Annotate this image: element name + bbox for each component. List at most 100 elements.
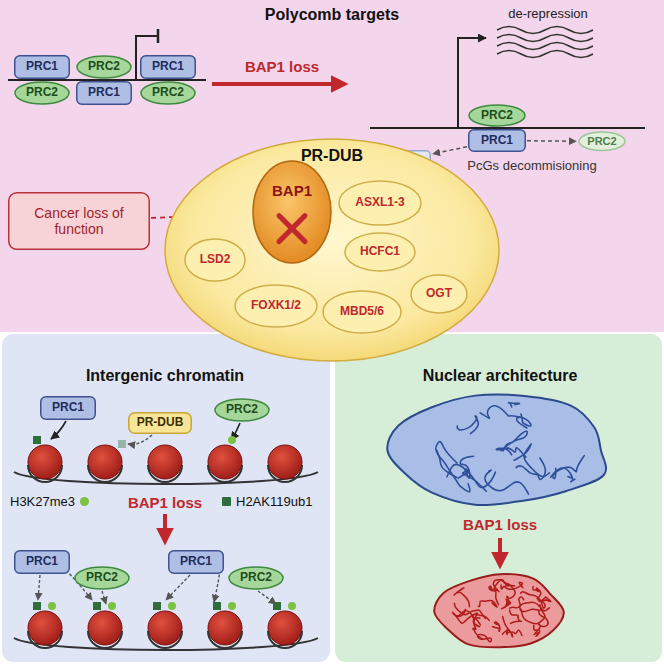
annotation: PcGs decommisioning [467,158,596,174]
node-text: PRC1 [26,555,58,569]
prc2-ellipse: PRC2 [74,566,130,590]
outline-ellipse [75,567,129,589]
subunit-ellipse: MBD5/6 [322,290,402,334]
heading: BAP1 loss [463,516,537,534]
chromatin-fiber [538,597,550,602]
dna-wrap [208,631,242,648]
loss-arrow [498,538,502,566]
node-text: PR-DUB [137,416,184,430]
prc2-ellipse: PRC2 [228,566,284,590]
transcript-wave [497,27,593,34]
node-text: PRC1 [52,401,84,415]
chromatin-fiber [454,588,469,607]
methyl-mark [48,602,56,610]
chromatin-fiber [478,634,492,641]
nucleosome [28,611,62,645]
prc2-ellipse: PRC2 [140,81,196,105]
chromatin-fiber [503,616,510,634]
dna-line [370,127,645,129]
repression-bar [157,29,160,43]
transcript-waves [497,27,593,58]
chromatin-fiber [496,448,526,457]
outline-rect [141,56,196,79]
legend-item: H3K27me3 [10,494,89,509]
node-text: PRC2 [86,571,118,585]
outline-rect [129,413,192,434]
outline-rect [9,193,150,250]
chromatin-fiber [478,600,497,607]
node-text: PRC1 [180,555,212,569]
chromatin-fiber [514,444,549,476]
ubiquitin-mark [213,602,221,610]
nucleosome [88,445,122,479]
node-outline [252,160,332,264]
chromatin-fiber [516,458,545,479]
outline-ellipse [15,82,69,104]
outline-rect [15,551,70,574]
nucleosome [268,445,302,479]
outline-ellipse [185,239,245,281]
subunit-ellipse: FOXK1/2 [234,284,318,328]
outline-ellipse [411,275,467,313]
outline-ellipse [253,161,331,263]
node-text: PRC2 [88,60,120,74]
loss-arrow [163,514,167,542]
prc2-ellipse: PRC2 [578,131,626,151]
chromatin-fiber [454,604,485,619]
chromatin-fiber [492,622,500,631]
transcript-wave [497,35,593,42]
methyl-mark [228,436,236,444]
chromatin-fiber [436,442,457,478]
node-text: PRC1 [26,60,58,74]
prc1-box: PRC1 [168,550,224,574]
deposit-arrow [51,421,66,439]
node-text: PRC2 [481,109,513,123]
outline-ellipse [215,399,269,421]
chromatin [14,436,318,650]
legend-text: H2AK119ub1 [236,494,312,509]
dna-wrap [28,465,62,482]
node-text: PRC2 [26,86,58,100]
bap1-ellipse: BAP1 [252,160,332,264]
methyl-mark [288,602,296,610]
prc2-ellipse: PRC2 [214,398,270,422]
spreading-arrow [214,570,220,602]
heading: BAP1 loss [245,58,319,76]
dna-line [8,79,206,81]
legend-swatch [222,497,231,506]
right-panel [334,333,663,663]
legend-swatch [80,497,89,506]
spreading-arrow [38,575,40,600]
subunit-ellipse: ASXL1-3 [338,180,422,226]
prc2-ellipse: PRC2 [76,55,132,79]
node-text: PRC1 [88,86,120,100]
nucleosome [268,611,302,645]
prc2-ellipse: PRC2 [14,81,70,105]
nucleus-compact [434,574,564,647]
chromatin-fiber [480,406,520,419]
outline-rect [41,397,96,420]
node-text: PRC2 [152,86,184,100]
legend-item: H2AK119ub1 [222,494,312,509]
outline-ellipse [77,56,131,78]
heading: BAP1 loss [128,494,202,512]
subunit-ellipse: LSD2 [184,238,246,282]
ubiquitin-mark [33,602,41,610]
dna-wrap [268,465,302,482]
outline-ellipse [345,233,415,271]
nucleus-open [387,394,606,505]
chromatin-fiber [485,470,529,494]
outline-ellipse [469,105,525,126]
chromatin-fiber [457,416,478,434]
outline-rect [15,56,70,79]
complex-ellipse: PR-DUBBAP1ASXL1-3LSD2HCFC1FOXK1/2MBD5/6O… [164,138,500,362]
methyl-mark [168,602,176,610]
dna-wrap [208,465,242,482]
prc1-box: PRC1 [14,55,70,79]
prc1-box: PRC1 [468,129,526,152]
removal-arrow [128,435,152,444]
prc2-ellipse: PRC2 [468,104,526,127]
nucleosome [148,445,182,479]
node-text: PRC2 [587,135,616,148]
